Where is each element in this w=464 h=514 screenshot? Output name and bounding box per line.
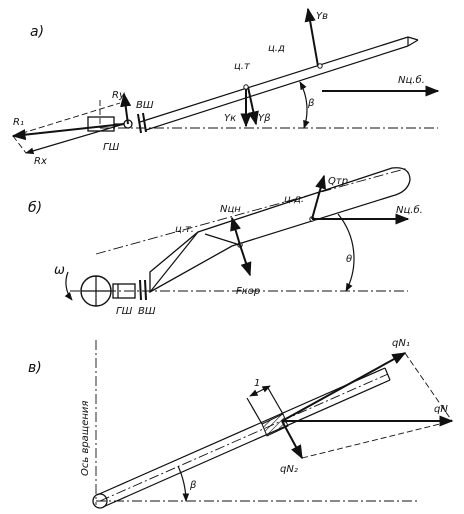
panel-b-blade xyxy=(149,167,411,294)
force-ntsb-b-label: Nц.б. xyxy=(396,204,423,216)
force-ybeta-label: Yβ xyxy=(258,113,271,124)
force-ntsb-label: Nц.б. xyxy=(398,74,425,86)
section-width-dim xyxy=(249,385,271,397)
force-r1-label: R₁ xyxy=(13,117,24,128)
panel-a-ct-label: ц.т xyxy=(234,61,251,72)
panel-b-vsh-label: ВШ xyxy=(138,306,156,317)
force-yk-label: Yк xyxy=(224,113,236,124)
panel-b: б) ω ц.т. ц.д. Qтр Nцн Fкор Nц.б. xyxy=(28,167,423,317)
panel-b-label: б) xyxy=(28,200,42,216)
panel-v-label: в) xyxy=(28,360,42,376)
panel-v-blade xyxy=(92,367,391,509)
panel-b-omega-label: ω xyxy=(54,263,65,278)
panel-a: а) Yв Nц.б. Yк Yβ xyxy=(11,7,440,167)
panel-a-force-parallelogram xyxy=(12,135,27,154)
panel-b-gsh-label: ГШ xyxy=(116,306,133,317)
force-fkor-label: Fкор xyxy=(236,286,260,297)
force-ybeta-arrow xyxy=(247,86,259,126)
force-r1-arrow xyxy=(11,123,125,141)
blade-section-hatched xyxy=(261,413,289,437)
panel-a-ct-point xyxy=(243,84,249,90)
force-qtr-label: Qтр xyxy=(328,176,348,187)
force-qn1-arrow xyxy=(281,352,407,422)
force-fkor-arrow xyxy=(239,244,252,277)
force-ry-label: Ry xyxy=(112,90,126,101)
panel-v-force-parallelogram xyxy=(404,352,453,422)
panel-b-rotation-arrow xyxy=(64,271,73,301)
panel-a-vsh-label: ВШ xyxy=(136,100,154,111)
force-ntsn-label: Nцн xyxy=(220,204,241,215)
panel-a-cd-point xyxy=(317,63,323,69)
force-qn-label: qN xyxy=(434,404,448,415)
panel-a-blade xyxy=(137,36,419,134)
panel-b-hinge-block xyxy=(112,283,136,299)
force-qn1-label: qN₁ xyxy=(392,338,410,349)
force-ntsn-arrow xyxy=(230,216,241,246)
panel-b-angle-label: θ xyxy=(346,254,352,265)
panel-v-angle-label: β xyxy=(189,480,197,491)
force-qn2-label: qN₂ xyxy=(280,464,298,475)
panel-b-cd-label: ц.д. xyxy=(284,194,304,205)
section-width-label: 1 xyxy=(254,378,260,389)
force-qtr-arrow xyxy=(311,174,327,220)
panel-a-label: а) xyxy=(30,24,44,40)
force-rx-label: Rx xyxy=(34,156,47,167)
panel-a-angle-arc xyxy=(299,81,310,129)
panel-b-blade-axis xyxy=(95,167,409,255)
panel-a-cd-label: ц.д xyxy=(268,43,285,54)
panel-b-angle-arc xyxy=(337,213,355,292)
force-ry-arrow xyxy=(120,92,132,125)
panel-b-ct-label: ц.т. xyxy=(175,224,194,235)
panel-v-angle-arc xyxy=(177,465,190,502)
rotation-axis-label: Ось вращения xyxy=(80,401,91,476)
panel-a-gsh-label: ГШ xyxy=(103,142,120,153)
force-qn2-arrow xyxy=(281,420,303,460)
force-yb-label: Yв xyxy=(316,11,328,22)
panel-v: в) Ось вращения 1 qN₁ qN qN₂ xyxy=(28,338,454,509)
force-rx-arrow xyxy=(25,123,125,155)
force-yb-arrow xyxy=(304,7,319,67)
panel-a-angle-label: β xyxy=(307,98,315,109)
